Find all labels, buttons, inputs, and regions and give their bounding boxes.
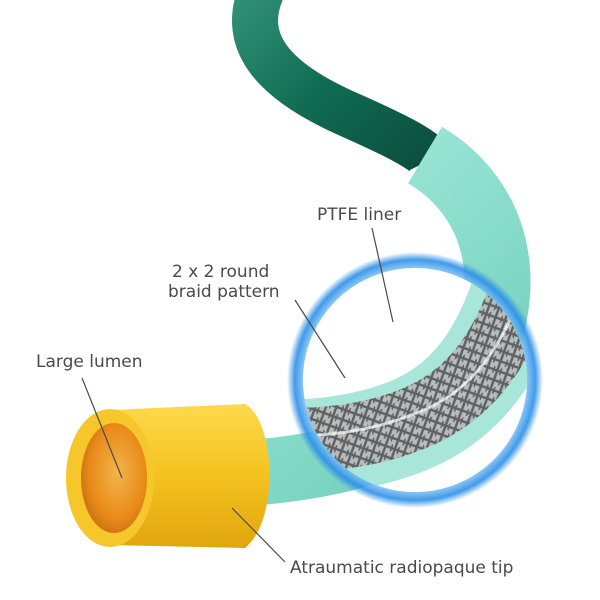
tip-leader-line <box>231 507 286 563</box>
braid-pattern-label-line2: braid pattern <box>168 282 280 302</box>
ptfe-leader-line <box>371 227 394 323</box>
tip-label: Atraumatic radiopaque tip <box>290 558 514 578</box>
large-lumen-label: Large lumen <box>36 352 143 372</box>
lumen-leader-line <box>81 377 123 479</box>
proximal-shaft <box>232 0 451 174</box>
braid-pattern-label-line1: 2 x 2 round <box>172 262 270 282</box>
braid-leader-line <box>294 299 346 379</box>
lumen-opening <box>81 423 147 533</box>
radiopaque-tip <box>66 404 270 548</box>
ptfe-liner-label: PTFE liner <box>317 205 402 225</box>
